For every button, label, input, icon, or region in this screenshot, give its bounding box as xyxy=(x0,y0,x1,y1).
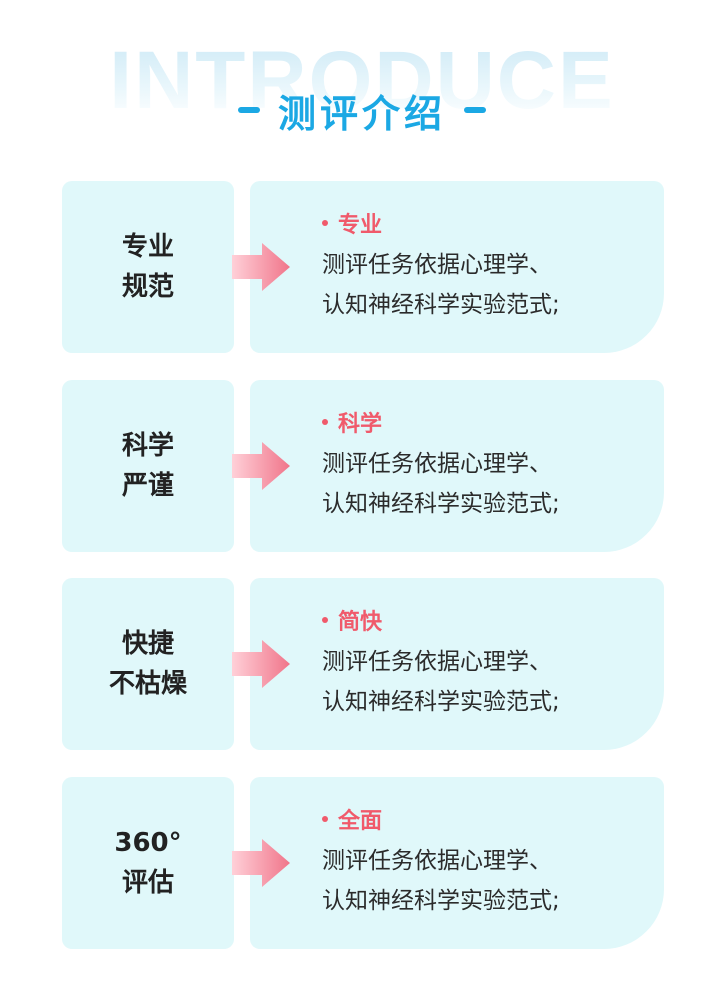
bullet-dot-icon xyxy=(322,816,328,822)
feature-label-card: 科学 严谨 xyxy=(62,380,234,552)
arrow-right-icon xyxy=(232,243,290,291)
title-row: 测评介绍 xyxy=(0,80,724,140)
title-dash-left xyxy=(237,107,260,113)
bullet-dot-icon xyxy=(322,617,328,623)
bullet-dot-icon xyxy=(322,220,328,226)
feature-keyword: 科学 xyxy=(322,406,382,438)
feature-row: 360° 评估 全面 测评任务依据心理学、 认知神经科学实验范式; xyxy=(62,777,664,949)
feature-description-line: 认知神经科学实验范式; xyxy=(322,888,560,914)
feature-label-line: 科学 xyxy=(121,431,174,461)
arrow-right-icon xyxy=(232,839,290,887)
feature-description: 测评任务依据心理学、 认知神经科学实验范式; xyxy=(322,841,560,921)
feature-description-line: 认知神经科学实验范式; xyxy=(322,491,560,517)
feature-detail-card: 简快 测评任务依据心理学、 认知神经科学实验范式; xyxy=(250,578,664,750)
feature-keyword-text: 简快 xyxy=(338,610,383,635)
feature-label: 专业 规范 xyxy=(122,227,174,307)
section-title: 测评介绍 xyxy=(277,91,446,136)
feature-keyword: 全面 xyxy=(322,803,382,835)
feature-label: 360° 评估 xyxy=(114,823,181,903)
feature-keyword-text: 全面 xyxy=(338,809,383,834)
bullet-dot-icon xyxy=(322,419,328,425)
feature-detail-card: 专业 测评任务依据心理学、 认知神经科学实验范式; xyxy=(250,181,664,353)
feature-label-card: 快捷 不枯燥 xyxy=(62,578,234,750)
feature-description-line: 认知神经科学实验范式; xyxy=(322,292,560,318)
arrow-right-icon xyxy=(232,640,290,688)
feature-detail-card: 全面 测评任务依据心理学、 认知神经科学实验范式; xyxy=(250,777,664,949)
section-header: INTRODUCE 测评介绍 xyxy=(0,30,724,140)
feature-description: 测评任务依据心理学、 认知神经科学实验范式; xyxy=(322,245,560,325)
feature-description-line: 测评任务依据心理学、 xyxy=(322,848,552,874)
feature-row: 科学 严谨 科学 测评任务依据心理学、 认知神经科学实验范式; xyxy=(62,380,664,552)
feature-detail-card: 科学 测评任务依据心理学、 认知神经科学实验范式; xyxy=(250,380,664,552)
feature-keyword-text: 科学 xyxy=(338,412,383,437)
feature-label-line: 规范 xyxy=(121,272,174,302)
feature-description-line: 测评任务依据心理学、 xyxy=(322,649,552,675)
feature-label-line: 严谨 xyxy=(121,471,174,501)
feature-label-line: 评估 xyxy=(121,868,174,898)
feature-label-card: 360° 评估 xyxy=(62,777,234,949)
feature-description: 测评任务依据心理学、 认知神经科学实验范式; xyxy=(322,642,560,722)
feature-description: 测评任务依据心理学、 认知神经科学实验范式; xyxy=(322,444,560,524)
feature-label: 快捷 不枯燥 xyxy=(109,624,187,704)
feature-keyword-text: 专业 xyxy=(338,213,383,238)
feature-keyword: 专业 xyxy=(322,207,382,239)
watermark-text: INTRODUCE xyxy=(0,40,724,122)
feature-row: 快捷 不枯燥 简快 测评任务依据心理学、 认知神经科学实验范式; xyxy=(62,578,664,750)
feature-label-line: 快捷 xyxy=(121,629,174,659)
feature-description-line: 测评任务依据心理学、 xyxy=(322,451,552,477)
feature-description-line: 认知神经科学实验范式; xyxy=(322,689,560,715)
feature-row: 专业 规范 专业 测评任务依据心理学、 认知神经科学实验范式; xyxy=(62,181,664,353)
feature-description-line: 测评任务依据心理学、 xyxy=(322,252,552,278)
feature-label-line: 360° xyxy=(114,828,182,858)
feature-label-line: 不枯燥 xyxy=(108,669,187,699)
feature-label: 科学 严谨 xyxy=(122,426,174,506)
feature-label-line: 专业 xyxy=(121,232,174,262)
title-dash-right xyxy=(464,107,486,113)
feature-label-card: 专业 规范 xyxy=(62,181,234,353)
arrow-right-icon xyxy=(232,442,290,490)
feature-keyword: 简快 xyxy=(322,604,382,636)
